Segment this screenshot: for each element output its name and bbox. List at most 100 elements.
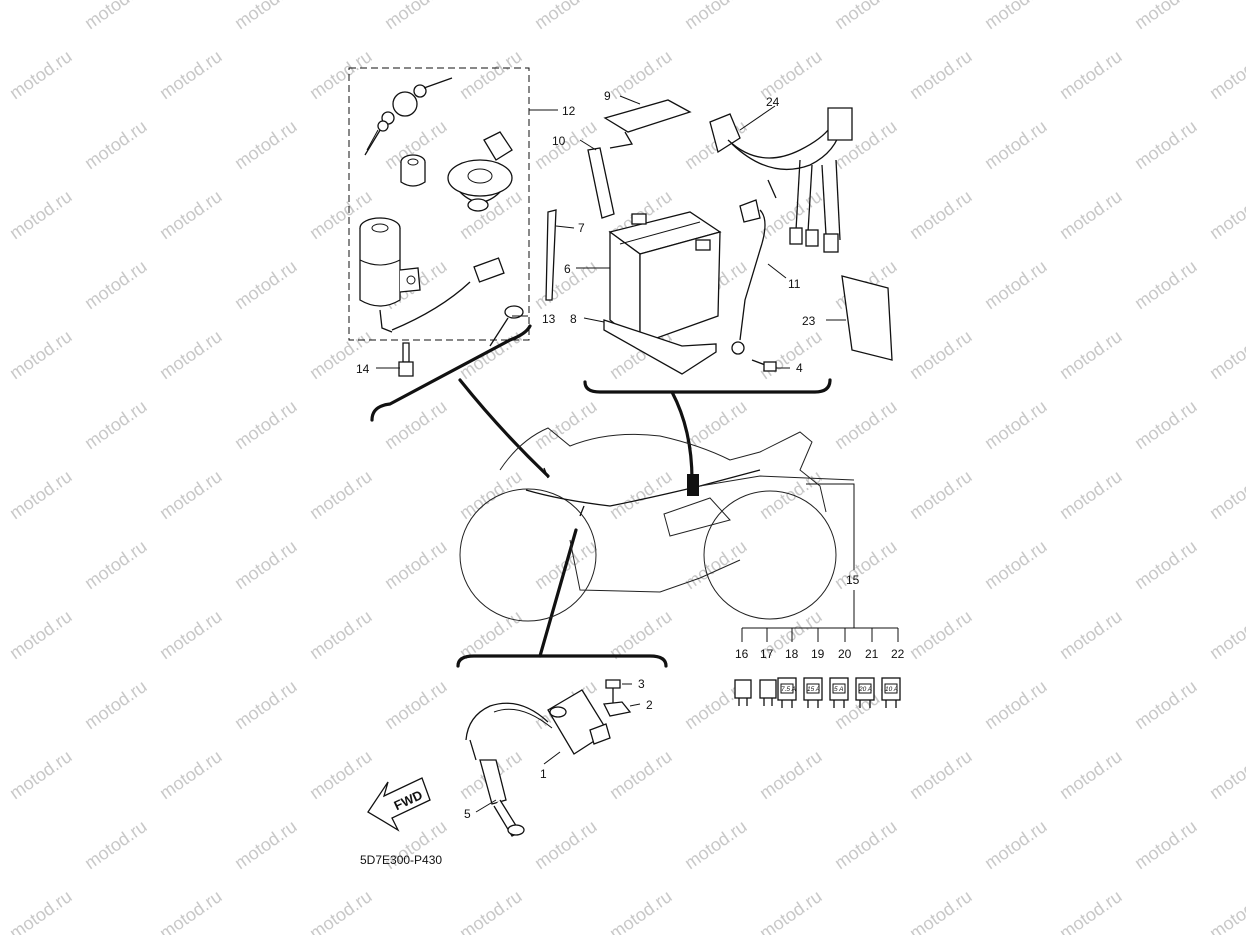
battery-group	[545, 99, 893, 375]
watermark-text: motod.ru	[756, 466, 826, 523]
watermark-text: motod.ru	[381, 676, 451, 733]
fuse-19-icon: 15 A	[803, 677, 823, 708]
callout-23: 23	[802, 314, 816, 328]
watermark-text: motod.ru	[6, 326, 76, 383]
watermark-text: motod.ru	[456, 326, 526, 383]
watermark-text: motod.ru	[81, 816, 151, 873]
relay-17-icon	[759, 679, 777, 706]
watermark-text: motod.ru	[981, 0, 1051, 33]
battery-lead-icon	[731, 179, 777, 355]
watermark-text: motod.ru	[906, 46, 976, 103]
watermark-text: motod.ru	[1206, 186, 1246, 243]
callout-7: 7	[578, 221, 585, 235]
watermark-text: motod.ru	[981, 816, 1051, 873]
watermark-text: motod.ru	[1206, 466, 1246, 523]
watermark-text: motod.ru	[981, 256, 1051, 313]
watermark-text: motod.ru	[531, 116, 601, 173]
watermark-text: motod.ru	[156, 46, 226, 103]
battery-group-bracket	[583, 378, 832, 394]
watermark-text: motod.ru	[606, 46, 676, 103]
fuse-18-icon: 7.5 A	[777, 677, 797, 708]
watermark-text: motod.ru	[1206, 606, 1246, 663]
watermark-text: motod.ru	[156, 746, 226, 803]
main-switch-icon	[359, 217, 505, 333]
lock-cylinder-icon	[400, 154, 426, 187]
watermark-text: motod.ru	[1056, 466, 1126, 523]
watermark-text: motod.ru	[981, 116, 1051, 173]
callout-13: 13	[542, 312, 556, 326]
watermark-text: motod.ru	[456, 466, 526, 523]
fuel-cap-icon	[447, 131, 513, 212]
fuse-19-rating: 15 A	[807, 686, 820, 693]
relay-16-icon	[734, 679, 752, 706]
watermark-text: motod.ru	[1056, 326, 1126, 383]
fuse-22-icon: 10 A	[881, 677, 901, 708]
watermark-text: motod.ru	[156, 466, 226, 523]
watermark-text: motod.ru	[156, 186, 226, 243]
watermark-text: motod.ru	[456, 886, 526, 935]
battery-icon	[608, 211, 722, 346]
watermark-text: motod.ru	[456, 46, 526, 103]
watermark-text: motod.ru	[831, 0, 901, 33]
watermark-text: motod.ru	[6, 46, 76, 103]
fuse-21-icon: 20 A	[855, 677, 875, 708]
fuse-leader	[806, 483, 855, 570]
callout-5: 5	[464, 807, 471, 821]
fuse-21-rating: 20 A	[858, 686, 872, 693]
watermark-text: motod.ru	[756, 746, 826, 803]
watermark-text: motod.ru	[831, 536, 901, 593]
callout-15: 15	[846, 573, 860, 587]
watermark-text: motod.ru	[756, 326, 826, 383]
watermark-text: motod.ru	[156, 326, 226, 383]
watermark-text: motod.ru	[231, 816, 301, 873]
watermark-text: motod.ru	[81, 676, 151, 733]
callout-20: 20	[838, 647, 852, 661]
fuse-20-icon: 5 A	[829, 677, 849, 708]
callout-labels: 12 9 10 7 6 8 24 11 4 23 13 14 15 16 17 …	[356, 89, 905, 821]
callout-9: 9	[604, 89, 611, 103]
key-set-icon	[364, 77, 453, 156]
motorcycle-silhouette	[459, 427, 855, 622]
watermark-text: motod.ru	[906, 466, 976, 523]
fuse-20-rating: 5 A	[834, 686, 844, 693]
watermark-text: motod.ru	[6, 886, 76, 935]
callout-21: 21	[865, 647, 879, 661]
battery-strap-icon	[587, 147, 615, 219]
callout-8: 8	[570, 312, 577, 326]
ignition-coil-icon	[465, 689, 611, 755]
callout-6: 6	[564, 262, 571, 276]
clamp-2-icon	[603, 701, 632, 717]
callout-14: 14	[356, 362, 370, 376]
watermark-text: motod.ru	[6, 746, 76, 803]
breather-pipe-icon	[545, 209, 557, 301]
watermark-text: motod.ru	[6, 466, 76, 523]
bolt-14-icon	[398, 342, 414, 377]
watermark-text: motod.ru	[81, 536, 151, 593]
callout-10: 10	[552, 134, 566, 148]
watermark-text: motod.ru	[1056, 46, 1126, 103]
watermark-text: motod.ru	[306, 46, 376, 103]
watermark-text: motod.ru	[831, 396, 901, 453]
leader-lock	[458, 378, 550, 478]
callout-22: 22	[891, 647, 905, 661]
lock-group-bracket	[370, 324, 532, 422]
watermark-text: motod.ru	[906, 326, 976, 383]
watermark-text: motod.ru	[381, 0, 451, 33]
watermark-text: motod.ru	[6, 606, 76, 663]
fuse-box-cover-icon	[841, 275, 893, 361]
fuse-18-rating: 7.5 A	[781, 686, 796, 693]
watermark-text: motod.ru	[606, 886, 676, 935]
watermark-text: motod.ru	[81, 396, 151, 453]
watermark-text: motod.ru	[1056, 886, 1126, 935]
watermark-text: motod.ru	[231, 116, 301, 173]
watermark-text: motod.ru	[306, 466, 376, 523]
watermark-text: motod.ru	[306, 606, 376, 663]
watermark-text: motod.ru	[306, 746, 376, 803]
lock-set-group	[348, 67, 530, 377]
watermark-text: motod.ru	[906, 886, 976, 935]
watermark-text: motod.ru	[981, 396, 1051, 453]
ignition-group-bracket	[456, 654, 668, 668]
watermark-text: motod.ru	[1131, 0, 1201, 33]
